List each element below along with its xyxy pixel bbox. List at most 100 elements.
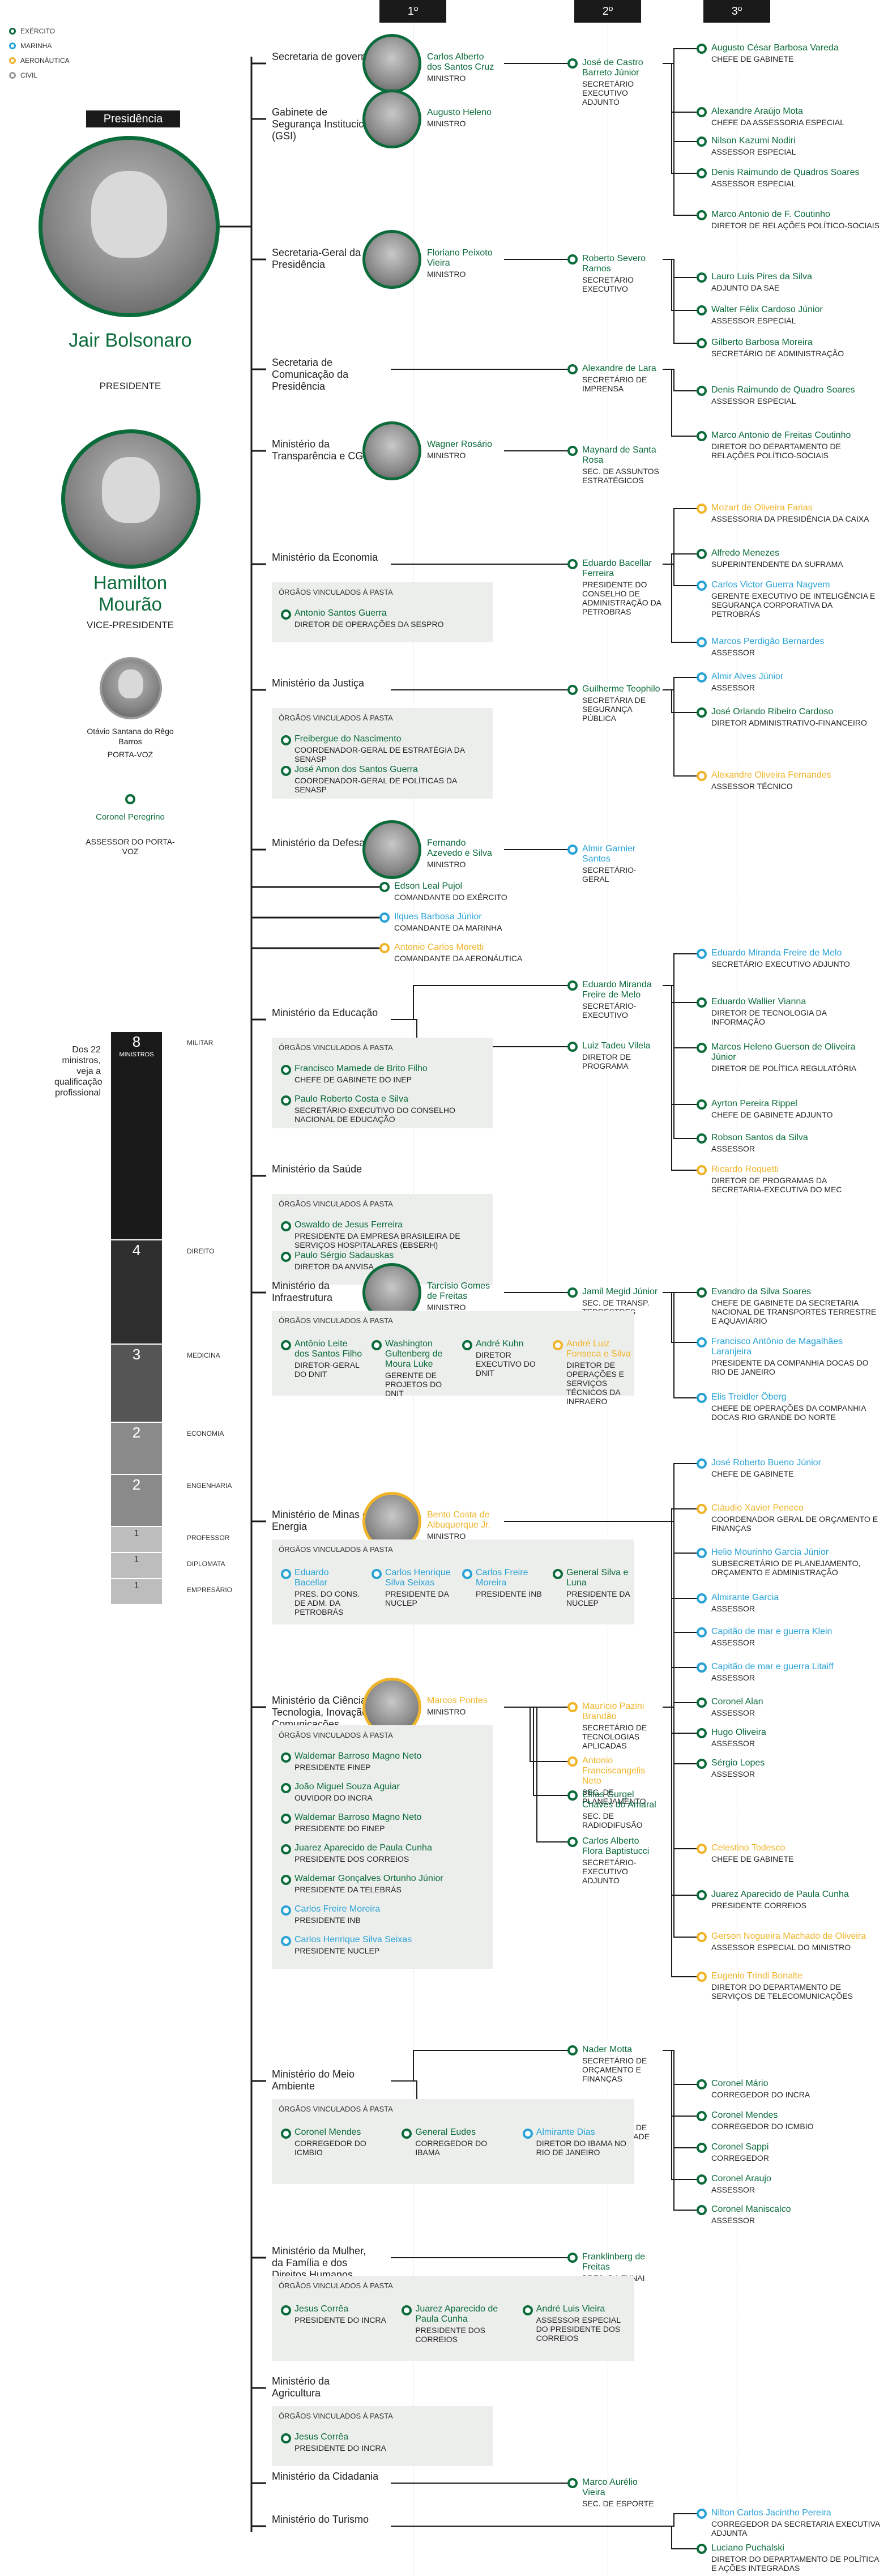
bar-value: 1 <box>134 1555 139 1564</box>
person: Francisco Antônio de Magalhães Laranjeir… <box>711 1337 881 1376</box>
person-role: OUVIDOR DO INCRA <box>294 1793 373 1802</box>
person-name: Coronel Sappi <box>711 2142 769 2152</box>
person-node <box>281 1905 291 1916</box>
legend-item-exercito: EXÉRCITO <box>9 27 55 35</box>
person-role: DIRETOR EXECUTIVO DO DNIT <box>476 1350 536 1377</box>
person-name: Almir Alves Júnior <box>711 672 784 681</box>
person-role: ASSESSOR ESPECIAL <box>711 179 796 188</box>
person-role: ASSESSOR ESPECIAL <box>711 147 796 156</box>
porta-voz-name: Otávio Santana do Rêgo Barros <box>87 727 174 746</box>
column-header: 3º ESCALÃO <box>703 0 770 40</box>
connector-line <box>663 689 697 777</box>
porta-voz-photo <box>100 657 162 719</box>
minister-photo <box>362 34 421 93</box>
linked-agencies-title: ÓRGÃOS VINCULADOS À PASTA <box>279 1731 393 1739</box>
person-name: Ayrton Pereira Rippel <box>711 1099 797 1108</box>
person-node <box>697 1662 707 1673</box>
person-role: PRESIDENTE DA NUCLEP <box>385 1589 449 1607</box>
person-name: Luciano Puchalski <box>711 2543 784 2553</box>
person-node <box>697 1759 707 1769</box>
connector-line <box>663 985 697 1105</box>
person-role: ASSESSOR ESPECIAL <box>711 396 796 406</box>
person-role: CORREGEDOR DO ICMBIO <box>294 2139 366 2157</box>
person-node <box>697 504 707 514</box>
ministry-name: Ministério da Defesa <box>272 837 365 848</box>
person-role: PRESIDENTE CORREIOS <box>711 1901 807 1910</box>
linked-agencies-title: ÓRGÃOS VINCULADOS À PASTA <box>279 2105 393 2113</box>
connector-line <box>504 1707 567 1796</box>
person-role: CHEFE DE GABINETE <box>711 54 794 63</box>
person-name: Washington Gultenberg de Moura Luke <box>385 1339 443 1369</box>
person-role: PRESIDENTE DOS CORREIOS <box>415 2326 486 2344</box>
connector-line <box>663 369 697 437</box>
person-node <box>697 1393 707 1403</box>
legend-item-marinha: MARINHA <box>9 42 52 50</box>
linked-agencies-title: ÓRGÃOS VINCULADOS À PASTA <box>279 1545 393 1554</box>
porta-voz-role: PORTA-VOZ <box>107 750 153 759</box>
person-name: Eduardo Wallier Vianna <box>711 997 806 1006</box>
person-role: ASSESSOR <box>711 1604 755 1613</box>
person-name: Ilques Barbosa Júnior <box>394 912 482 922</box>
person-role: PRESIDENTE NUCLEP <box>294 1946 380 1955</box>
person-node <box>402 2305 412 2315</box>
person-role: ASSESSOR <box>711 2216 755 2225</box>
person-role: CORREGEDOR <box>711 2153 769 2163</box>
bar-value: 8 <box>132 1033 141 1050</box>
person-name: Coronel Mendes <box>711 2110 778 2120</box>
minister-role: MINISTRO <box>427 860 466 869</box>
person-name: Eugenio Trindi Bonalte <box>711 1971 802 1981</box>
person-node <box>522 2305 533 2315</box>
person-role: COMANDANTE DO EXÉRCITO <box>394 893 507 902</box>
bar-category-label: ENGENHARIA <box>187 1482 232 1490</box>
ministry-name: Secretaria de Comunicação da Presidência <box>272 357 349 392</box>
person-node <box>697 949 707 959</box>
person-role: SECRETÁRIA DE SEGURANÇA PÚBLICA <box>582 696 646 723</box>
bar-category-label: EMPRESÁRIO <box>187 1586 233 1594</box>
ministry-name: Ministério da Cidadania <box>272 2471 379 2482</box>
person-role: CHEFE DE GABINETE DO INEP <box>294 1075 412 1084</box>
minister-role: MINISTRO <box>427 1532 466 1541</box>
connector-line <box>663 1707 697 1849</box>
minister-role: MINISTRO <box>427 119 466 128</box>
minister-name: Augusto Heleno <box>427 108 492 117</box>
minister-photo <box>362 421 421 480</box>
connector-line <box>663 369 697 391</box>
person-role: DIRETOR DE PROGRAMAS DA SECRETARIA-EXECU… <box>711 1176 842 1194</box>
minister-name: Tarcísio Gomes de Freitas <box>427 1281 490 1301</box>
person-node <box>281 2129 291 2139</box>
person-node <box>697 1593 707 1603</box>
person-node <box>697 1043 707 1053</box>
person-name: Coronel Alan <box>711 1697 763 1707</box>
bar-value: 4 <box>132 1242 141 1259</box>
assessor-role: ASSESSOR DO PORTA-VOZ <box>86 837 175 856</box>
person-name: Maurício Pazini Brandão <box>582 1701 644 1721</box>
president-name: Jair Bolsonaro <box>69 330 192 351</box>
person-role: PRESIDENTE DO FINEP <box>294 1824 385 1833</box>
assessor-name: Coronel Peregrino <box>96 812 165 822</box>
ministry-name: Ministério da Educação <box>272 1007 378 1018</box>
person-name: Antônio Leite dos Santos Filho <box>294 1339 362 1359</box>
person-role: PRES. DO CONS. DE ADM. DA PETROBRÁS <box>294 1589 360 1617</box>
person-node <box>697 637 707 647</box>
assessor-node <box>125 794 135 804</box>
